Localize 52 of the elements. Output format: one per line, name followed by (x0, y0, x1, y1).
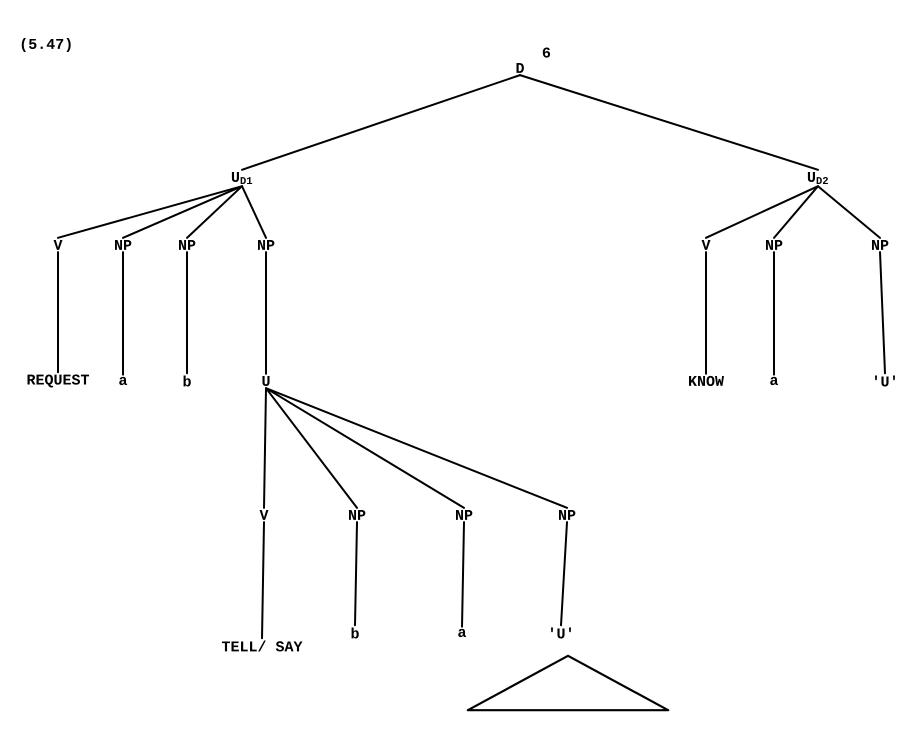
tree-branch (461, 521, 465, 628)
tree-label: a (119, 376, 128, 386)
tree-label: 'U' (875, 375, 895, 386)
tree-branch (519, 74, 819, 171)
tree-label: 'U' (551, 627, 571, 638)
tree-branch (241, 185, 267, 239)
tree-branch (773, 185, 819, 239)
tree-label: NP (456, 510, 472, 520)
tree-label: V (54, 240, 62, 250)
tree-label: NP (179, 240, 196, 250)
tree-label: V (260, 510, 268, 520)
tree-branch (186, 185, 243, 239)
tree-label: REQUEST (28, 374, 90, 388)
tree-branch (57, 185, 243, 239)
tree-branch (261, 521, 265, 640)
tree-branch (186, 251, 188, 374)
tree-branch (705, 185, 819, 239)
tree-label: V (702, 240, 710, 250)
tree-label: NP (258, 240, 274, 250)
tree-label: TELL/ SAY (222, 640, 302, 652)
tree-label: NP (349, 510, 366, 520)
tree-label: D (516, 63, 524, 73)
tree-branch (122, 185, 243, 239)
tree-branch (560, 521, 568, 626)
tree-label: U$_{D1}$ (232, 172, 252, 184)
tree-branch (122, 251, 124, 376)
tree-label: NP (559, 510, 576, 520)
tree-label: U (262, 376, 270, 386)
tree-branch (263, 387, 267, 509)
tree-branch (705, 251, 707, 375)
tree-label: U$_{D2}$ (808, 172, 828, 184)
tree-label: KNOW (689, 376, 724, 386)
tree-branch (265, 387, 358, 509)
tree-label: b (184, 375, 191, 386)
tree-label: NP (766, 240, 782, 250)
tree-branch (241, 74, 521, 171)
tree-label: a (770, 376, 778, 386)
tree-index: 6 (542, 47, 550, 58)
tree-label: b (352, 627, 359, 638)
example-number: (5.47) (22, 38, 71, 52)
tree-branch (879, 251, 886, 374)
tree-branch (265, 387, 568, 509)
tree-branch (817, 185, 881, 239)
tree-label: a (458, 628, 466, 638)
triangle-shape (466, 654, 670, 712)
tree-branch (773, 251, 775, 376)
tree-branch (354, 521, 358, 626)
tree-branch (265, 387, 465, 509)
tree-branch (265, 251, 267, 375)
tree-label: NP (115, 240, 132, 250)
tree-label: NP (872, 240, 888, 250)
tree-branch (57, 251, 59, 374)
